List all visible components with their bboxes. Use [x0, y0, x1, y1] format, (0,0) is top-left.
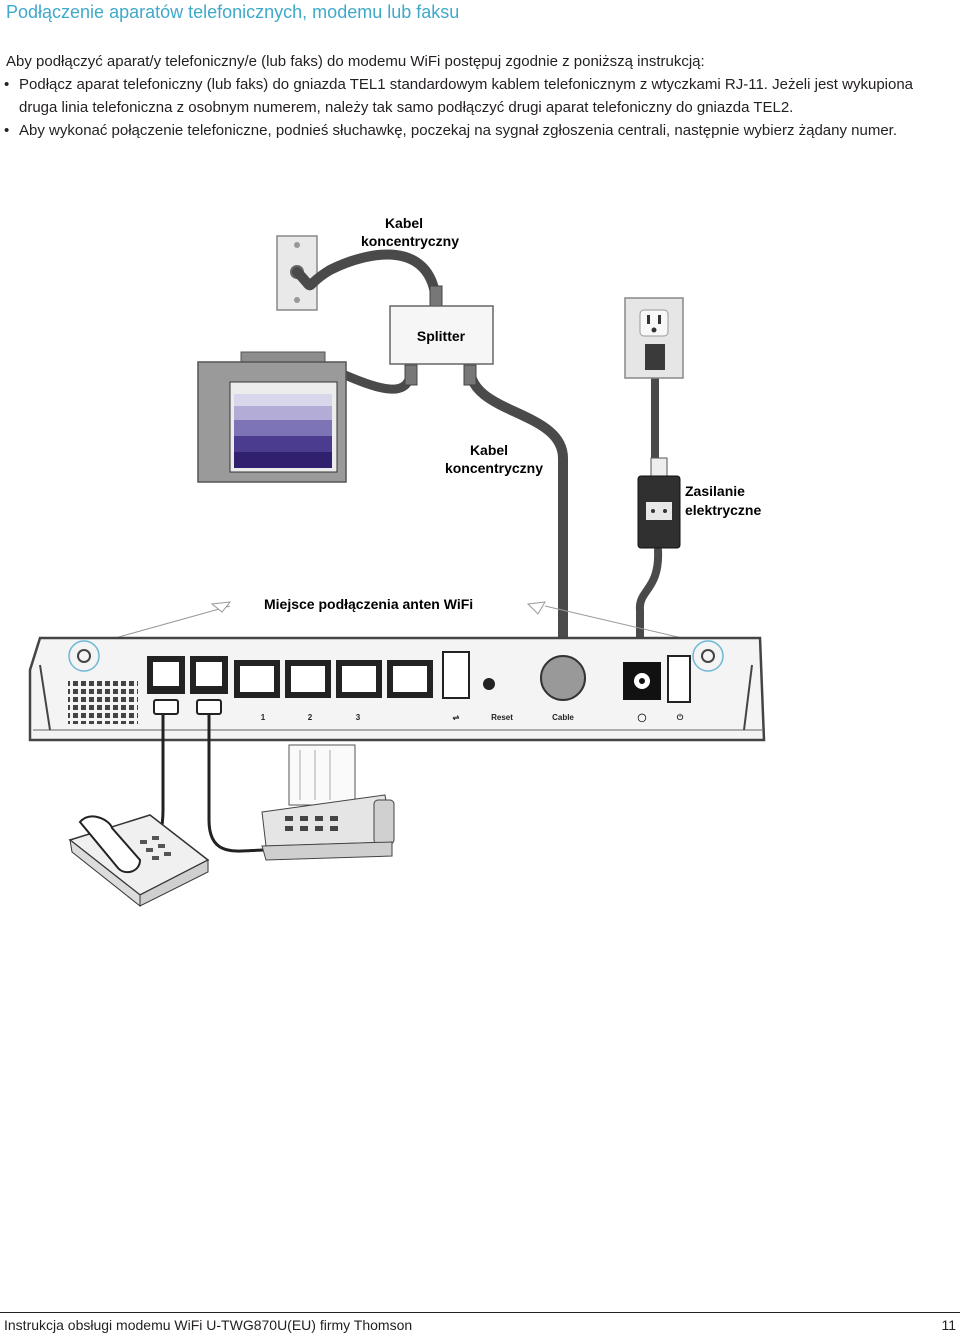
label-coax-mid-2: koncentryczny: [445, 460, 543, 476]
svg-text:2: 2: [308, 713, 313, 722]
label-coax-mid-1: Kabel: [470, 442, 508, 458]
svg-text:⇌: ⇌: [453, 713, 460, 722]
coax-cable-splitter-to-tv: [340, 363, 416, 394]
power-outlet: [624, 297, 684, 379]
instruction-item-1: Podłącz aparat telefoniczny (lub faks) d…: [0, 73, 955, 119]
svg-text:◯: ◯: [638, 713, 647, 723]
footer-text: Instrukcja obsługi modemu WiFi U-TWG870U…: [4, 1317, 413, 1333]
connection-diagram: Splitter Kabel koncentryczny Kabel konce…: [28, 215, 766, 908]
label-wifi-antenna: Miejsce podłączenia anten WiFi: [264, 596, 473, 612]
tv-icon: [197, 351, 347, 483]
coax-cable-wall-to-splitter: [292, 249, 441, 305]
svg-text:Splitter: Splitter: [417, 328, 466, 344]
fax-machine-icon: [261, 744, 395, 861]
splitter-box: Splitter: [389, 305, 494, 365]
label-coax-top-1: Kabel: [385, 215, 423, 231]
footer-rule: [0, 1312, 960, 1313]
label-power-2: elektryczne: [685, 502, 761, 518]
svg-text:Reset: Reset: [491, 713, 513, 722]
instruction-item-2: Aby wykonać połączenie telefoniczne, pod…: [0, 119, 955, 142]
svg-text:Cable: Cable: [552, 713, 574, 722]
label-coax-top-2: koncentryczny: [361, 233, 459, 249]
page-title: Podłączenie aparatów telefonicznych, mod…: [6, 2, 460, 22]
telephone-icon: [68, 814, 210, 908]
page-number: 11: [941, 1317, 956, 1333]
instruction-list: Podłącz aparat telefoniczny (lub faks) d…: [0, 73, 955, 142]
svg-text:3: 3: [356, 713, 361, 722]
power-adapter: [637, 457, 681, 549]
modem-back-panel: 1 2 3 Reset Cable ⇌ ◯ ⏻: [28, 636, 766, 742]
svg-text:⏻: ⏻: [677, 713, 684, 722]
intro-text: Aby podłączyć aparat/y telefoniczny/e (l…: [6, 53, 705, 70]
svg-text:1: 1: [261, 713, 266, 722]
label-power-1: Zasilanie: [685, 483, 745, 499]
coax-cable-splitter-to-modem: [465, 363, 569, 673]
phone-cable-tel2: [207, 714, 266, 853]
